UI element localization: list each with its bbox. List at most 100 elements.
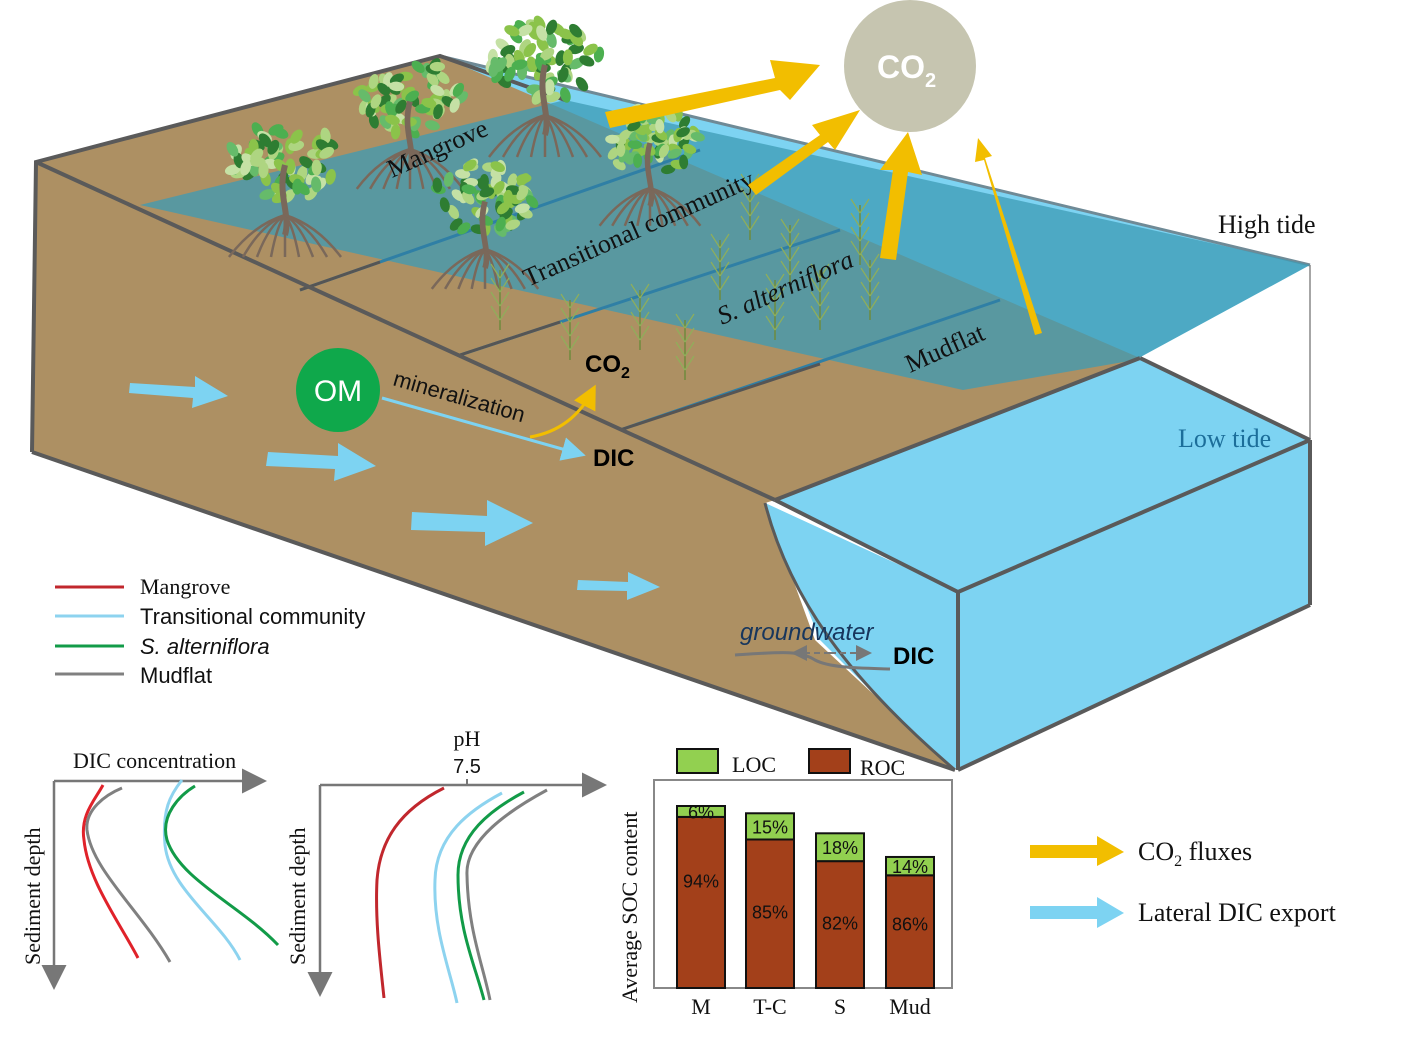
spartina-grass [490, 173, 880, 380]
dic-arrow [411, 500, 533, 546]
lateral-dic-arrows [129, 376, 660, 600]
high-tide-label: High tide [1218, 210, 1316, 239]
soc-legend-swatch-roc [808, 748, 851, 774]
groundwater-label: groundwater [740, 619, 874, 646]
bar-loc-label: 14% [892, 857, 928, 877]
legend-dic-arrow [1030, 897, 1124, 928]
tree-icon [485, 15, 605, 158]
bar-roc-M [676, 815, 726, 989]
block-edges [30, 53, 1312, 772]
grass-icon [630, 283, 650, 350]
om-circle [296, 348, 380, 432]
low-tide-top [775, 358, 1310, 592]
x-tick-label: S [834, 994, 846, 1019]
co2-flux-arrows [605, 60, 1042, 335]
soil-dic-label: DIC [593, 445, 634, 472]
ph-line-mangrove [375, 786, 445, 999]
bar-roc-Mud [885, 874, 935, 989]
grass-icon [810, 263, 830, 330]
ph-x-label: pH [454, 726, 481, 751]
co2-flux-arrow-spartina [880, 132, 922, 260]
co2-flux-arrow-mangrove [605, 60, 820, 128]
dic-arrow [266, 443, 376, 481]
dic-line-spartina [164, 784, 280, 947]
high-tide-overlay [140, 100, 1310, 390]
atmosphere-co2-circle [844, 0, 976, 132]
dic-line-mangrove [81, 784, 140, 959]
mineralization-arrow [381, 396, 586, 461]
legend-label-mudflat: Mudflat [140, 663, 212, 688]
dic-line-mudflat [85, 786, 172, 963]
bar-loc-Mud [885, 855, 935, 877]
bar-roc-label: 94% [683, 871, 719, 891]
grass-icon [675, 313, 695, 380]
legend-label-spartina: S. alterniflora [140, 634, 270, 659]
legend-co2-label: CO2 fluxes [1138, 837, 1252, 870]
ph-y-label: Sediment depth [285, 828, 310, 965]
zone-divider-soil [459, 320, 561, 357]
mangrove-trees [224, 15, 705, 290]
legend-label-transitional: Transitional community [140, 604, 365, 629]
om-label: OM [314, 375, 362, 408]
soc-legend-label-roc: ROC [860, 755, 905, 780]
soil-co2-label: CO2 [585, 351, 630, 382]
soc-bar-chart: Average SOC content LOC ROC 6% 94% M 15% 85%… [617, 748, 953, 1019]
dic-profile-chart: DIC concentration Sediment depth [20, 748, 280, 990]
bar-loc-S [815, 832, 865, 863]
bar-loc-T-C [745, 812, 795, 841]
bar-loc-label: 6% [688, 802, 714, 822]
x-tick-label: Mud [889, 994, 931, 1019]
tree-icon [430, 158, 540, 290]
groundwater-line [734, 651, 891, 671]
dic-arrow [577, 572, 660, 600]
grass-icon [710, 233, 730, 300]
grass-icon [860, 253, 880, 320]
co2-release-arrow [529, 384, 596, 439]
bar-loc-M [676, 805, 726, 818]
co2-flux-arrow-transitional [748, 110, 860, 195]
bar-roc-label: 86% [892, 915, 928, 935]
zone-divider-soil [619, 362, 821, 432]
legend-label-mangrove: Mangrove [140, 574, 230, 599]
zone-divider-soil [299, 260, 381, 292]
legend-co2-arrow [1030, 836, 1124, 866]
x-tick-label: T-C [753, 994, 786, 1019]
bar-loc-label: 18% [822, 838, 858, 858]
low-tide-side [958, 440, 1310, 770]
ph-line-spartina [456, 790, 525, 1001]
bar-roc-label: 85% [752, 903, 788, 923]
ph-x-tick-label: 7.5 [453, 756, 481, 778]
grass-icon [765, 273, 785, 340]
dic-y-label: Sediment depth [20, 828, 45, 965]
tree-icon [224, 122, 342, 258]
bar-roc-T-C [745, 838, 795, 989]
x-tick-label: M [691, 994, 711, 1019]
bar-loc-label: 15% [752, 817, 788, 837]
bar-roc-label: 82% [822, 914, 858, 934]
grass-icon [560, 293, 580, 360]
grass-icon [780, 218, 800, 285]
soc-legend-swatch-loc [676, 748, 719, 774]
arrow-legend: CO2 fluxes Lateral DIC export [1030, 836, 1337, 928]
legend-dic-label: Lateral DIC export [1138, 898, 1337, 927]
soil-front-face [32, 162, 955, 770]
low-tide-label: Low tide [1178, 424, 1271, 453]
dic-line-transitional [162, 779, 242, 961]
bar-roc-S [815, 860, 865, 989]
groundwater-dic-label: DIC [893, 643, 934, 670]
co2-flux-arrow-mudflat [975, 138, 1042, 335]
soc-y-label: Average SOC content [617, 812, 642, 1003]
dic-x-label: DIC concentration [73, 748, 236, 773]
grass-icon [850, 198, 870, 265]
ph-line-transitional [433, 791, 503, 1004]
ph-line-mudflat [465, 788, 548, 1001]
soc-plot-frame [653, 779, 953, 989]
atmosphere-co2-label: CO2 [877, 49, 936, 92]
soc-legend-label-loc: LOC [732, 752, 776, 777]
profile-legend: Mangrove Transitional community S. alter… [55, 574, 365, 688]
grass-icon [490, 263, 510, 330]
ph-profile-chart: pH 7.5 Sediment depth [285, 726, 607, 1004]
dic-arrow [129, 376, 228, 408]
